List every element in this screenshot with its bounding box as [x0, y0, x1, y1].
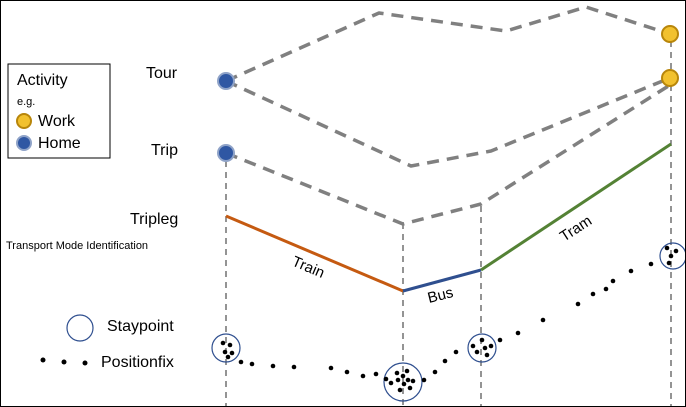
legend-eg: e.g.: [17, 96, 35, 108]
work-activity-icon: [16, 113, 32, 129]
legend-home-label: Home: [38, 135, 81, 152]
trip-path: [225, 83, 671, 226]
positionfixes: [220, 245, 679, 393]
staypoint-label: Staypoint: [107, 318, 174, 335]
level-label-mode-identification: Transport Mode Identification: [6, 240, 148, 252]
level-label-trip: Trip: [151, 142, 178, 159]
trip-work-marker: [661, 69, 679, 87]
level-label-tour: Tour: [146, 65, 178, 82]
staypoint-legend-icon: [66, 314, 94, 342]
tripleg-bus-line: [402, 268, 482, 293]
tripleg-bus-label: Bus: [426, 284, 455, 307]
legend-title: Activity: [17, 72, 68, 89]
tour-work-marker: [661, 25, 679, 43]
tour-lower-path: [225, 76, 671, 168]
tour-upper-path: [225, 5, 671, 83]
tour-paths: [225, 5, 671, 168]
staypoints: [211, 242, 685, 402]
staypoint-bus-stop: [467, 333, 497, 363]
positionfix-legend-icon: [40, 357, 88, 366]
tripleg-tram-line: [480, 142, 672, 272]
home-activity-icon: [16, 135, 32, 151]
positionfix-label: Positionfix: [101, 354, 174, 371]
legend-work-label: Work: [38, 113, 76, 130]
staypoint-station: [383, 362, 423, 402]
staypoint-work: [659, 242, 685, 270]
tripleg-train-line: [225, 214, 404, 293]
tour-home-marker: [217, 72, 235, 90]
level-label-tripleg: Tripleg: [130, 211, 178, 228]
trip-home-marker: [217, 144, 235, 162]
staypoint-home: [211, 333, 241, 363]
vertical-guides: [225, 41, 672, 406]
